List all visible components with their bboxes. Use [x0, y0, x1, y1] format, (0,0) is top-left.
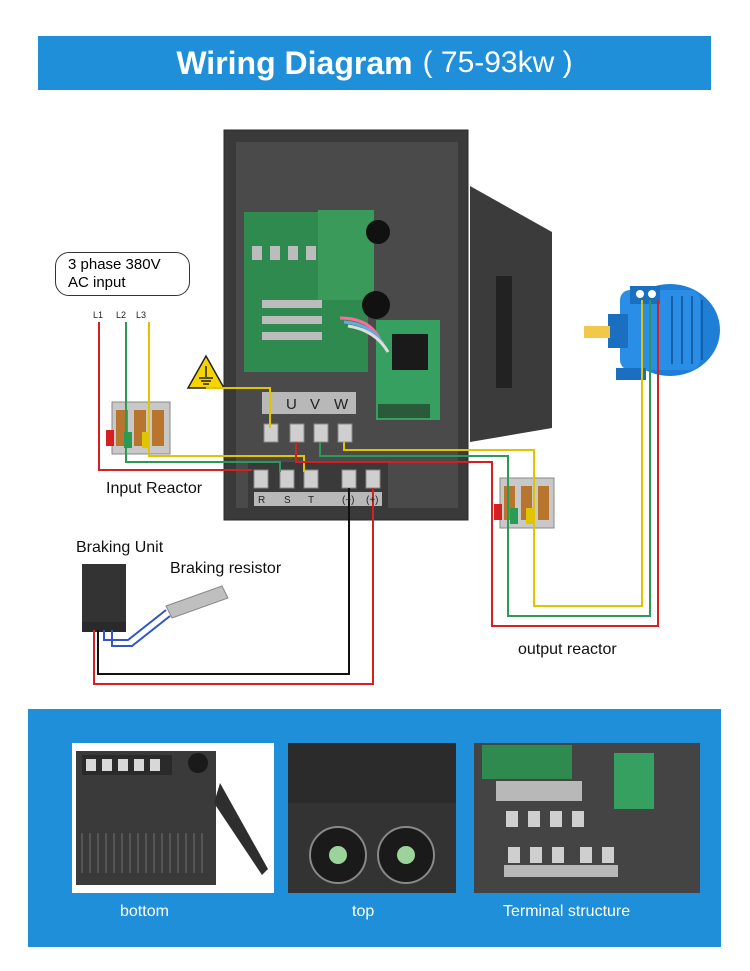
terminal-u	[289, 423, 305, 443]
title-banner: Wiring Diagram ( 75-93kw )	[38, 36, 711, 90]
terminal-v	[313, 423, 329, 443]
braking-resistor-label: Braking resistor	[170, 560, 282, 577]
wire-l2	[125, 322, 281, 472]
thumbnail-label-terminal: Terminal structure	[503, 903, 631, 920]
terminal-r	[253, 469, 269, 489]
braking-unit-label: Braking Unit	[76, 539, 164, 556]
input-reactor-label: Input Reactor	[106, 480, 203, 497]
braking-resistor	[165, 585, 229, 619]
braking-unit	[82, 564, 126, 632]
thumbnail-label-top: top	[352, 903, 375, 920]
motor	[584, 284, 720, 380]
thumbnail-label-bottom: bottom	[120, 903, 169, 920]
label-t: T	[308, 495, 314, 506]
wire-dc-plus	[93, 488, 374, 685]
output-reactor-label: output reactor	[518, 641, 617, 658]
wire-u	[295, 300, 659, 627]
ac-input-line1: 3 phase 380V	[68, 256, 161, 273]
input-terminal-plate	[254, 492, 382, 506]
thumbnail-top	[288, 743, 456, 893]
label-plus: (+)	[366, 495, 379, 506]
terminal-minus	[341, 469, 357, 489]
ac-input-callout: 3 phase 380V AC input	[55, 252, 190, 296]
door-display-strip	[496, 276, 512, 388]
label-l2: L2	[116, 310, 127, 320]
secondary-control-board	[318, 210, 374, 300]
wire-ground	[206, 387, 271, 428]
terminal-s	[279, 469, 295, 489]
label-u: U	[286, 396, 297, 413]
label-v: V	[310, 396, 320, 413]
wire-w	[343, 300, 643, 607]
terminal-plus	[365, 469, 381, 489]
wire-resistor-1	[103, 609, 167, 641]
label-l3: L3	[136, 310, 147, 320]
thumbnail-terminal-structure	[474, 743, 700, 893]
output-reactor	[494, 477, 555, 529]
label-minus: (−)	[342, 495, 355, 506]
thumbnail-bottom	[72, 743, 274, 893]
ac-input-line2: AC input	[68, 274, 126, 291]
input-reactor	[106, 401, 171, 455]
wire-l3	[148, 322, 305, 472]
wire-resistor-2	[111, 615, 171, 647]
wire-dc-minus	[97, 488, 350, 675]
label-w: W	[334, 396, 349, 413]
title-main: Wiring Diagram	[176, 44, 413, 81]
label-s: S	[284, 495, 291, 506]
terminal-t	[303, 469, 319, 489]
wire-v	[319, 300, 651, 617]
label-l1: L1	[93, 310, 104, 320]
terminal-w	[337, 423, 353, 443]
uvw-label-plate	[262, 392, 356, 414]
label-r: R	[258, 495, 265, 506]
wire-l1	[98, 322, 252, 471]
title-sub: ( 75-93kw )	[422, 46, 573, 79]
